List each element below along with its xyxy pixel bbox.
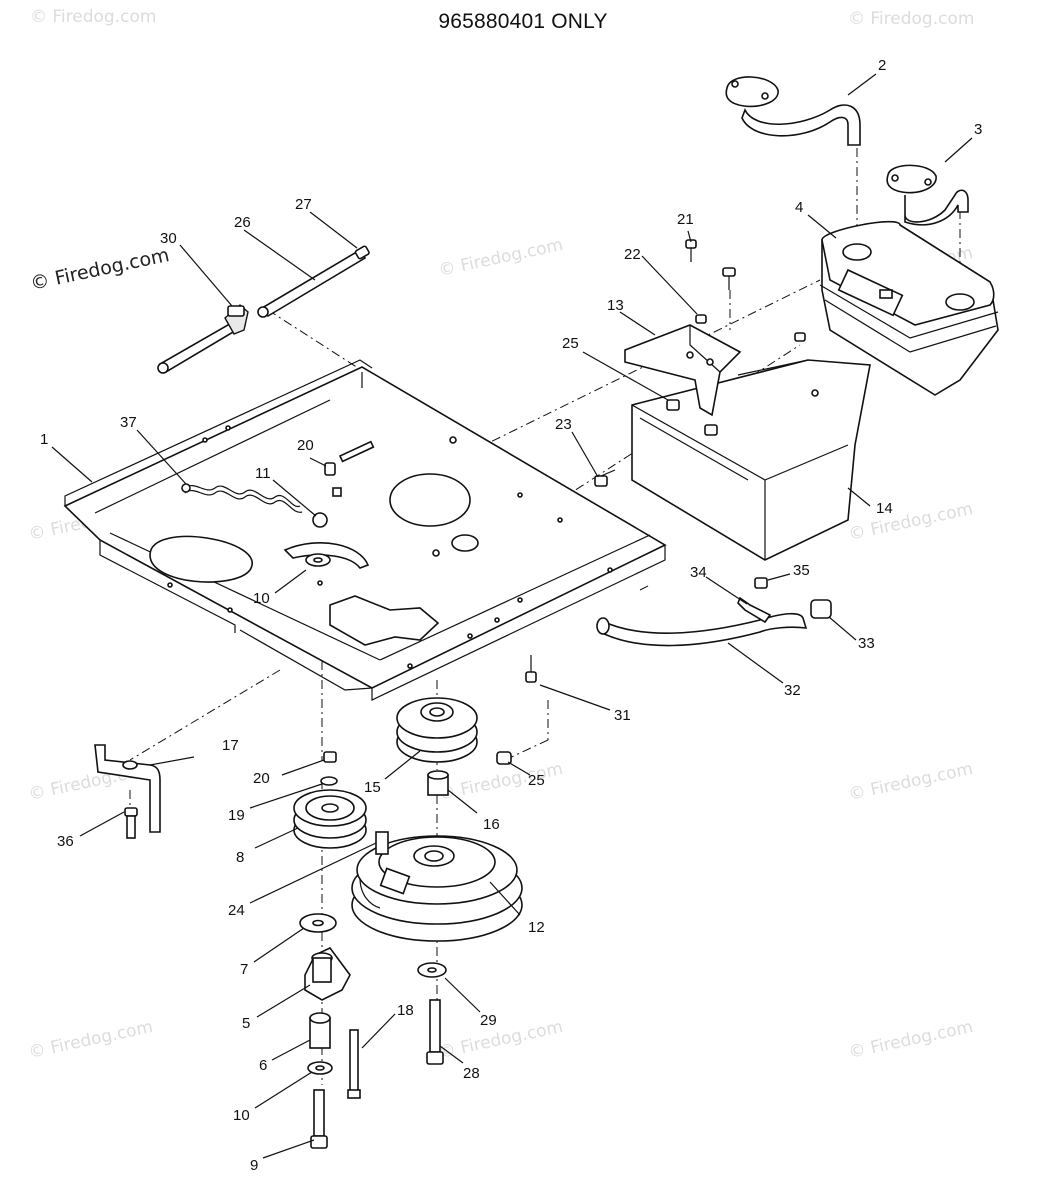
callout-11: 11	[255, 465, 271, 482]
watermark: © Firedog.com	[847, 759, 975, 805]
watermark: © Firedog.com	[847, 1017, 975, 1063]
electric-clutch	[351, 831, 523, 942]
washer-29	[417, 962, 447, 978]
bushing-6	[309, 1012, 331, 1049]
callout-29: 29	[480, 1012, 497, 1029]
callout-31: 31	[614, 707, 631, 724]
callout-26: 26	[234, 214, 251, 231]
watermark: © Firedog.com	[848, 9, 974, 29]
idler-arm	[304, 946, 351, 1001]
washer-10-lower	[307, 1061, 333, 1075]
callout-10-lower: 10	[233, 1107, 250, 1124]
callout-36: 36	[57, 833, 74, 850]
callout-2: 2	[878, 57, 886, 74]
bolt-9	[310, 1089, 328, 1149]
watermark: © Firedog.com	[437, 759, 565, 805]
callout-13: 13	[607, 297, 624, 314]
pin-18	[347, 1029, 361, 1099]
callout-35: 35	[793, 562, 810, 579]
callout-10-upper: 10	[253, 590, 270, 607]
leader-lines	[51, 73, 973, 1159]
bolt-28	[426, 999, 444, 1065]
callouts: 1 2 3 4 5 6 7 8 9 10 10 11 12 13 14 15 1…	[40, 57, 982, 1174]
callout-4: 4	[795, 199, 803, 216]
callout-25-upper: 25	[562, 335, 579, 352]
exhaust-pipe-2	[725, 76, 861, 146]
bracket-13	[624, 324, 742, 417]
idler-pulley-15	[396, 697, 478, 763]
callout-28: 28	[463, 1065, 480, 1082]
callout-3: 3	[974, 121, 982, 138]
fuel-hose	[596, 596, 808, 647]
rod-assembly	[157, 245, 370, 374]
callout-9: 9	[250, 1157, 258, 1174]
watermark: © Firedog.com	[847, 499, 975, 545]
muffler	[819, 220, 999, 396]
callout-25-lower: 25	[528, 772, 545, 789]
eyebolt-assembly	[305, 462, 342, 567]
callout-22: 22	[624, 246, 641, 263]
callout-14: 14	[876, 500, 893, 517]
callout-37: 37	[120, 414, 137, 431]
callout-1: 1	[40, 431, 48, 448]
callout-32: 32	[784, 682, 801, 699]
heat-shield	[631, 359, 871, 561]
callout-7: 7	[240, 961, 248, 978]
watermark-primary: © Firedog.com	[28, 244, 171, 295]
deck-plate	[63, 359, 667, 701]
callout-27: 27	[295, 196, 312, 213]
watermark: © Firedog.com	[30, 7, 156, 27]
callout-33: 33	[858, 635, 875, 652]
callout-5: 5	[242, 1015, 250, 1032]
callout-6: 6	[259, 1057, 267, 1074]
callout-12: 12	[528, 919, 545, 936]
callout-30: 30	[160, 230, 177, 247]
callout-21: 21	[677, 211, 694, 228]
callout-15: 15	[364, 779, 381, 796]
watermark: © Firedog.com	[437, 1017, 565, 1063]
diagram-title: 965880401 ONLY	[438, 10, 608, 33]
watermark: © Firedog.com	[437, 235, 565, 281]
callout-24: 24	[228, 902, 245, 919]
callout-18: 18	[397, 1002, 414, 1019]
washer-7	[299, 913, 337, 933]
spring	[181, 483, 303, 513]
callout-17: 17	[222, 737, 239, 754]
callout-34: 34	[690, 564, 707, 581]
callout-16: 16	[483, 816, 500, 833]
exhaust-pipe-3	[886, 164, 969, 226]
callout-8: 8	[236, 849, 244, 866]
callout-19: 19	[228, 807, 245, 824]
spacer-16	[427, 770, 449, 796]
hardware	[496, 239, 832, 765]
watermark: © Firedog.com	[27, 1017, 155, 1063]
callout-20-lower: 20	[253, 770, 270, 787]
nut-washer	[320, 751, 338, 786]
pulley-8	[293, 789, 367, 849]
callout-20-upper: 20	[297, 437, 314, 454]
callout-23: 23	[555, 416, 572, 433]
